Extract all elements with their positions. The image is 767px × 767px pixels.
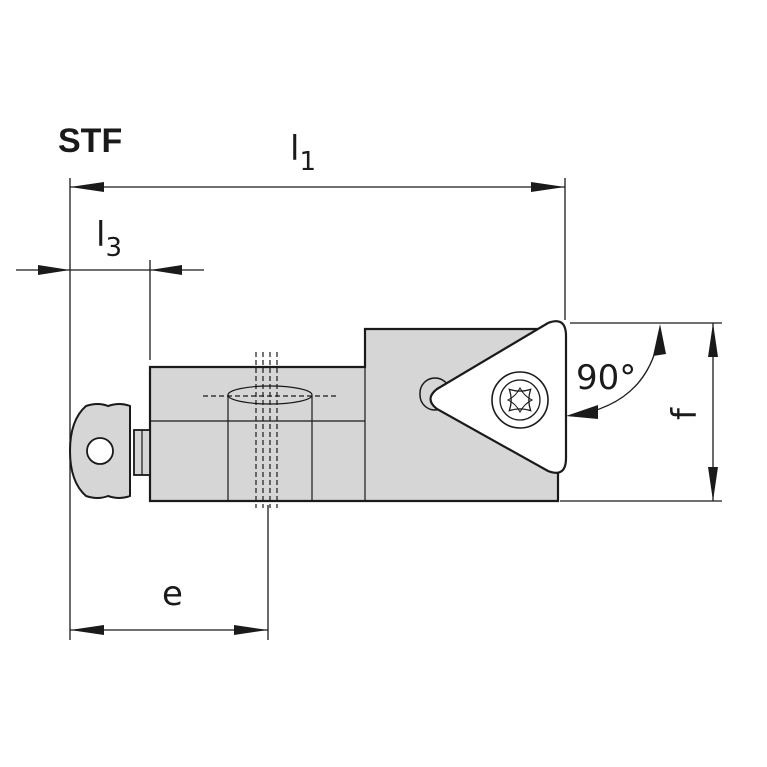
triangular-insert xyxy=(429,320,568,474)
torx-screw-icon xyxy=(508,388,532,412)
l3-arrow-left xyxy=(38,265,70,275)
dimension-e: e xyxy=(70,505,269,640)
l3-arrow-right xyxy=(150,265,182,275)
dimension-l3: l3 xyxy=(16,215,204,360)
f-arrow-bottom xyxy=(708,467,718,501)
e-arrow-left xyxy=(70,625,104,635)
angle-arrow-top xyxy=(653,324,666,356)
dimension-l1: l1 xyxy=(69,129,566,640)
shank-coupling xyxy=(68,403,151,499)
angle-indicator: 90° xyxy=(566,324,666,419)
angle-label: 90° xyxy=(576,358,636,398)
screw-hole xyxy=(203,352,338,508)
l1-arrow-right xyxy=(531,182,565,192)
e-arrow-right xyxy=(234,625,268,635)
l3-label: l3 xyxy=(96,215,122,263)
angle-arrow-bottom xyxy=(566,405,598,419)
f-arrow-top xyxy=(708,323,718,357)
dimension-f: f xyxy=(560,322,722,502)
l1-label: l1 xyxy=(290,129,316,177)
e-label: e xyxy=(162,574,183,614)
f-label: f xyxy=(665,407,705,420)
drawing-title: STF xyxy=(58,122,122,160)
l1-arrow-left xyxy=(70,182,104,192)
